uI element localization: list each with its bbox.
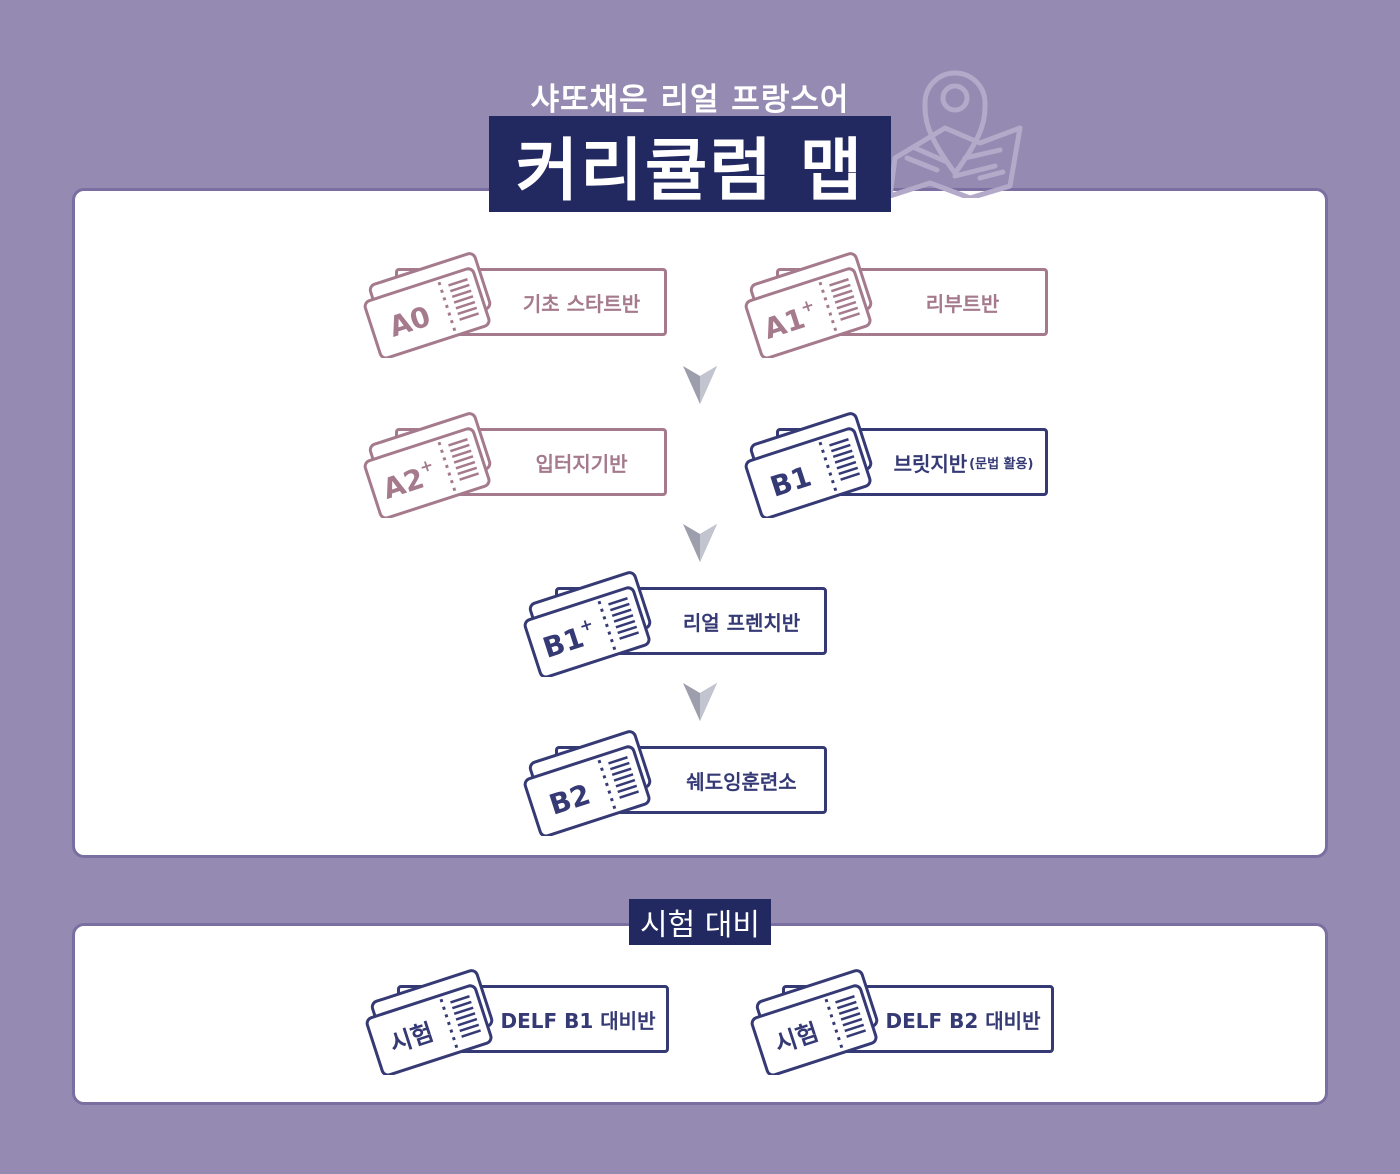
exam-delf-b1[interactable]: 시험 DELF B1 대비반 — [357, 965, 677, 1075]
map-pin-icon — [887, 70, 1023, 198]
course-name: 리얼 프렌치반 — [660, 587, 825, 655]
course-b2[interactable]: B2 쉐도잉훈련소 — [515, 726, 835, 836]
ticket-sup: + — [577, 614, 596, 636]
course-b1[interactable]: B1 브릿지반(문법 활용) — [736, 408, 1056, 518]
svg-text:B1+: B1+ — [538, 614, 601, 665]
exam-section-title: 시험 대비 — [629, 899, 771, 945]
course-name: 기초 스타트반 — [500, 268, 665, 336]
page-title: 커리큘럼 맵 — [489, 116, 891, 212]
course-name: DELF B1 대비반 — [489, 985, 667, 1053]
ticket-icon: B1 — [744, 412, 873, 518]
ticket-icon: 시험 — [365, 969, 494, 1075]
course-title: DELF B1 대비반 — [500, 1008, 656, 1033]
course-title: 리얼 프렌치반 — [682, 610, 801, 635]
course-title: 쉐도잉훈련소 — [686, 769, 797, 794]
course-title: DELF B2 대비반 — [885, 1008, 1041, 1033]
ticket-sup: + — [798, 295, 817, 317]
course-title: 입터지기반 — [535, 451, 628, 476]
course-title: 기초 스타트반 — [522, 291, 641, 316]
ticket-icon: A0 — [363, 252, 492, 358]
exam-panel — [72, 923, 1328, 1105]
arrow-down-icon — [683, 683, 717, 721]
course-a0[interactable]: A0 기초 스타트반 — [355, 248, 675, 358]
course-a1-plus[interactable]: A1+ 리부트반 — [736, 248, 1056, 358]
course-a2-plus[interactable]: A2+ 입터지기반 — [355, 408, 675, 518]
arrow-down-icon — [683, 524, 717, 562]
ticket-sup: + — [417, 455, 436, 477]
course-note: (문법 활용) — [969, 456, 1034, 472]
course-title: 리부트반 — [925, 291, 1000, 316]
ticket-icon: A2+ — [363, 412, 492, 518]
course-name: 입터지기반 — [500, 428, 665, 496]
exam-delf-b2[interactable]: 시험 DELF B2 대비반 — [742, 965, 1062, 1075]
ticket-icon: B2 — [523, 730, 652, 836]
course-title: 브릿지반 — [893, 451, 968, 476]
course-name: 리부트반 — [881, 268, 1046, 336]
arrow-down-icon — [683, 366, 717, 404]
course-name: 브릿지반(문법 활용) — [881, 428, 1046, 496]
course-name: DELF B2 대비반 — [874, 985, 1052, 1053]
header-subtitle: 샤또채은 리얼 프랑스어 — [530, 82, 850, 118]
ticket-icon: A1+ — [744, 252, 873, 358]
ticket-icon: B1+ — [523, 571, 652, 677]
ticket-icon: 시험 — [750, 969, 879, 1075]
course-name: 쉐도잉훈련소 — [660, 746, 825, 814]
course-b1-plus[interactable]: B1+ 리얼 프렌치반 — [515, 567, 835, 677]
